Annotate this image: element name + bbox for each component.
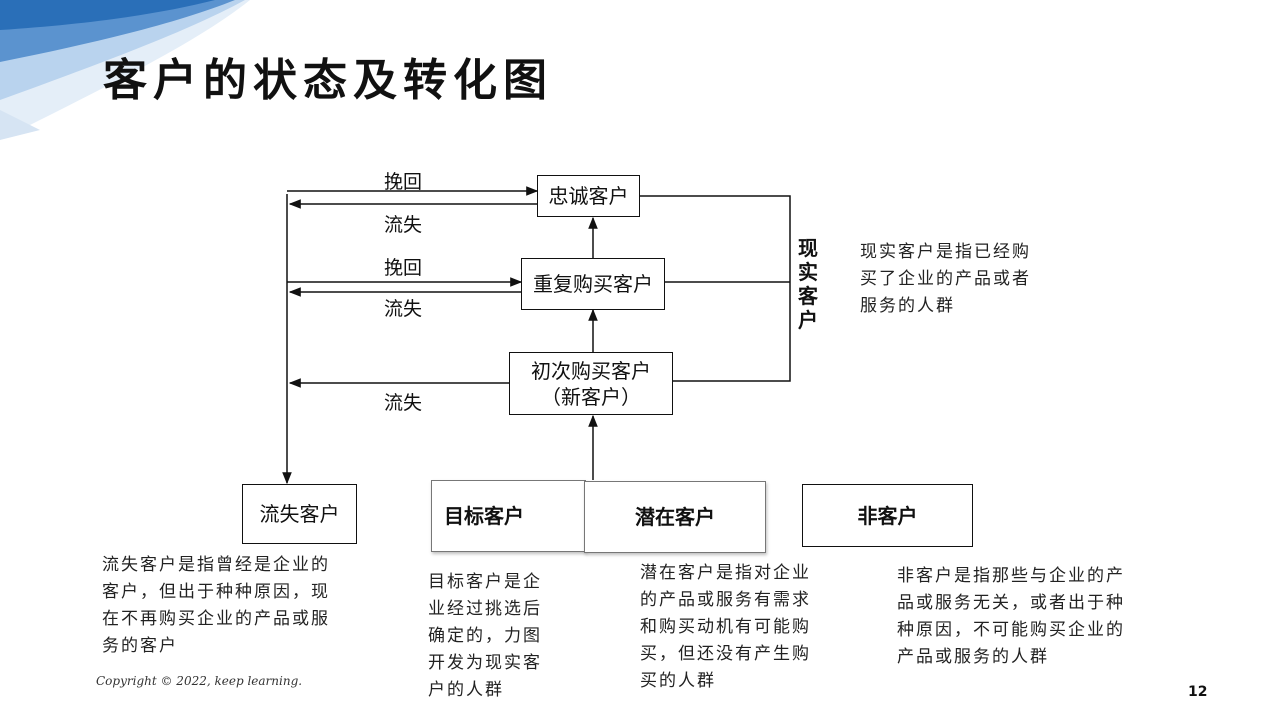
page-title: 客户的状态及转化图	[103, 55, 553, 106]
first-purchase-customer-box: 初次购买客户 （新客户）	[509, 352, 673, 415]
lose-top-label: 流失	[384, 214, 423, 236]
repeat-customer-label: 重复购买客户	[533, 272, 653, 296]
lost-customer-label: 流失客户	[259, 502, 340, 526]
target-customer-label: 目标客户	[444, 504, 524, 528]
non-customer-label: 非客户	[857, 503, 918, 528]
loyal-customer-label: 忠诚客户	[548, 184, 629, 208]
non-customer-box: 非客户	[802, 484, 973, 547]
new-customer-label: （新客户）	[541, 384, 641, 409]
potential-customer-label: 潜在客户	[635, 505, 715, 529]
page-number: 12	[1188, 684, 1208, 700]
corner-swoosh-decoration	[0, 0, 250, 140]
target-customer-box: 目标客户	[431, 480, 586, 552]
repeat-customer-box: 重复购买客户	[521, 258, 665, 310]
real-customer-description: 现实客户是指已经购买了企业的产品或者服务的人群	[860, 242, 1031, 316]
copyright-text: Copyright © 2022, keep learning.	[96, 674, 303, 688]
loyal-customer-box: 忠诚客户	[537, 175, 640, 217]
real-customer-vertical-label: 现实客户	[798, 236, 818, 332]
real-customer-bracket	[640, 195, 791, 382]
potential-customer-box: 潜在客户	[584, 481, 766, 553]
lost-customer-box: 流失客户	[242, 484, 357, 544]
lost-customer-description: 流失客户是指曾经是企业的客户，但出于种种原因，现在不再购买企业的产品或服务的客户	[102, 555, 330, 656]
recover-top-label: 挽回	[384, 171, 423, 193]
target-customer-description: 目标客户是企业经过挑选后确定的，力图开发为现实客户的人群	[428, 572, 542, 700]
potential-customer-description: 潜在客户是指对企业的产品或服务有需求和购买动机有可能购买，但还没有产生购买的人群	[640, 563, 811, 691]
first-purchase-label: 初次购买客户	[531, 358, 651, 383]
lose-bottom-label: 流失	[384, 392, 423, 414]
recover-mid-label: 挽回	[384, 257, 423, 279]
non-customer-description: 非客户是指那些与企业的产品或服务无关，或者出于种种原因，不可能购买企业的产品或服…	[897, 566, 1125, 667]
lose-mid-label: 流失	[384, 298, 423, 320]
